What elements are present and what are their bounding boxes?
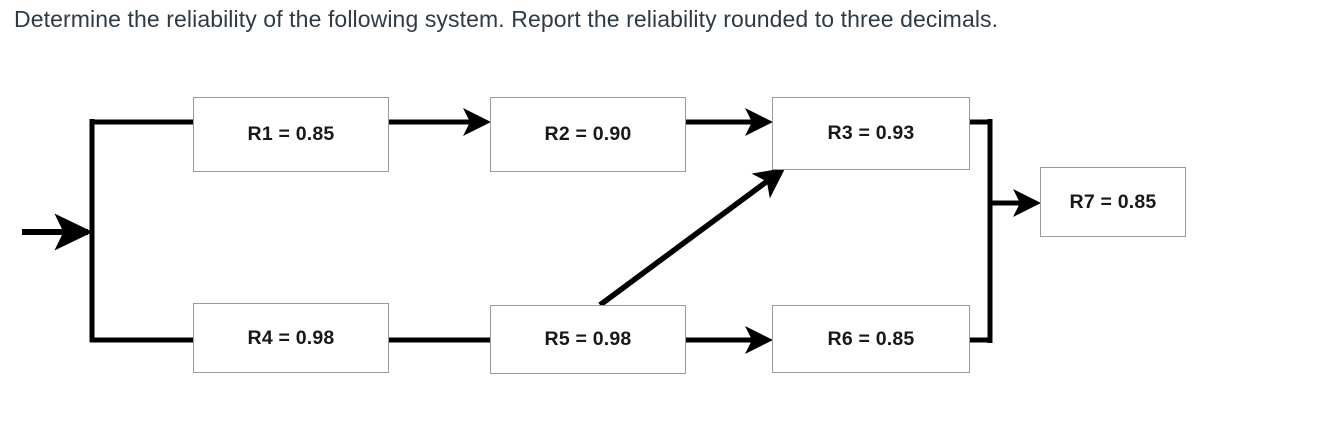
block-r4[interactable]: R4 = 0.98	[193, 303, 389, 373]
diagram-connectors-layer	[22, 108, 1042, 354]
block-r1-label: R1 = 0.85	[247, 123, 335, 145]
block-r5-label: R5 = 0.98	[544, 328, 632, 350]
block-r1[interactable]: R1 = 0.85	[193, 97, 389, 172]
connector-r5-to-r3-diagonal	[598, 167, 786, 308]
question-prompt: Determine the reliability of the followi…	[14, 6, 999, 32]
block-r6[interactable]: R6 = 0.85	[772, 305, 970, 373]
block-r3[interactable]: R3 = 0.93	[772, 97, 970, 170]
reliability-block-diagram: R1 = 0.85 R2 = 0.90 R3 = 0.93 R4 = 0.98 …	[0, 60, 1342, 444]
block-r2-label: R2 = 0.90	[544, 123, 632, 145]
block-r7-label: R7 = 0.85	[1069, 190, 1157, 213]
block-r7[interactable]: R7 = 0.85	[1040, 167, 1186, 237]
block-r5[interactable]: R5 = 0.98	[490, 305, 686, 374]
block-r6-label: R6 = 0.85	[827, 327, 915, 350]
block-r4-label: R4 = 0.98	[247, 326, 335, 349]
block-r2[interactable]: R2 = 0.90	[490, 97, 686, 172]
block-r3-label: R3 = 0.93	[827, 122, 915, 144]
